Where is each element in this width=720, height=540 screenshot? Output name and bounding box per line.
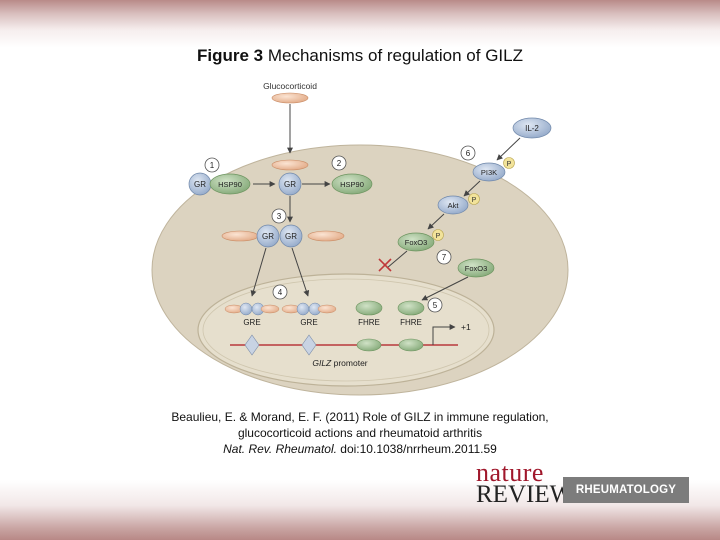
foxo3-on-fhre-left [355,300,383,316]
foxo3-label-phosphorylated: FoxO3 [405,238,428,247]
step-6-marker [460,145,476,161]
figure-title: Figure 3 Mechanisms of regulation of GIL… [0,46,720,66]
promoter-word: promoter [331,358,368,368]
blocked-translocation-cross [378,258,392,272]
citation-block: Beaulieu, E. & Morand, E. F. (2011) Role… [0,409,720,457]
step-4-marker [272,284,288,300]
step-6-label: 6 [466,149,471,158]
hsp90-label-released: HSP90 [340,180,364,189]
nucleus [197,273,495,387]
step-7-marker [436,249,452,265]
pi3k-label: PI3K [481,168,497,177]
phospho-foxo3 [432,229,444,241]
glucocorticoid-dimer-left [221,230,259,242]
glucocorticoid-label: Glucocorticoid [263,81,317,91]
gr-complex-gre-left [224,302,280,316]
phospho-label-pi3k: P [507,161,512,168]
gr-label-dimer-left: GR [262,232,274,241]
gr-label-activated: GR [284,180,296,189]
akt-kinase [437,195,469,215]
promoter-gene-name: GILZ [312,358,332,368]
foxo3-label-active: FoxO3 [465,264,488,273]
transcription-start-arrow [432,324,456,345]
gre-label-right: GRE [300,318,317,327]
step-1-label: 1 [210,161,215,170]
phospho-label-foxo3: P [436,233,441,240]
glucocorticoid-bound [271,159,309,171]
step-3-marker [271,208,287,224]
glucocorticoid-ligand [271,92,309,104]
arrow-pi3k-to-akt [463,180,481,197]
il2-label: IL-2 [525,124,539,133]
glucocorticoid-dimer-right [307,230,345,242]
step-5-label: 5 [433,301,438,310]
fhre-site-right [398,338,424,352]
foxo3-phosphorylated [397,232,435,252]
pi3k-kinase [472,162,506,182]
arrow-to-gre-right [291,247,310,297]
nature-reviews-rheumatology-logo: nature REVIEWS RHEUMATOLOGY [476,459,690,508]
gr-complex-gre-right [281,302,337,316]
gr-label-inactive: GR [194,180,206,189]
logo-nature-text: nature [476,458,544,487]
hsp90-label-bound: HSP90 [218,180,242,189]
step-4-label: 4 [278,288,283,297]
gre-site-left [244,334,260,356]
tss-label: +1 [461,322,471,332]
phospho-pi3k [503,157,515,169]
gr-dimer-left [256,224,280,248]
step-5-marker [427,297,443,313]
figure-label: Figure 3 [197,46,264,65]
figure-title-text: Mechanisms of regulation of GILZ [267,46,523,65]
gre-label-left: GRE [243,318,260,327]
akt-label: Akt [448,201,460,210]
hsp90-released [331,173,373,195]
journal-name: Nat. Rev. Rheumatol. [223,442,337,456]
logo-rheumatology-badge: RHEUMATOLOGY [563,477,689,503]
arrow-to-gre-left [250,247,267,297]
gre-site-right [301,334,317,356]
step-2-marker [331,155,347,171]
phospho-label-akt: P [472,197,477,204]
step-2-label: 2 [337,159,342,168]
fhre-label-left: FHRE [358,318,380,327]
blocked-translocation-line [386,250,408,269]
fhre-label-right: FHRE [400,318,422,327]
gr-label-dimer-right: GR [285,232,297,241]
citation-line-2: glucocorticoid actions and rheumatoid ar… [237,426,483,440]
il2-cytokine [512,117,552,139]
promoter-label: GILZ promoter [312,358,367,368]
arrow-foxo3-to-fhre [421,276,469,301]
hsp90-bound [209,173,251,195]
phospho-akt [468,193,480,205]
fhre-site-left [356,338,382,352]
step-3-label: 3 [277,212,282,221]
citation-doi: doi:10.1038/nrrheum.2011.59 [336,442,497,456]
citation-line-1: Beaulieu, E. & Morand, E. F. (2011) Role… [171,410,549,424]
step-1-marker [204,157,220,173]
nuclear-envelope-inner [202,278,490,382]
arrow-il2-to-pi3k [496,137,521,161]
citation-line-3: Nat. Rev. Rheumatol. doi:10.1038/nrrheum… [0,441,720,457]
gr-dimer-right [279,224,303,248]
foxo3-active [457,258,495,278]
arrow-akt-to-foxo3 [427,213,445,230]
gr-receptor-activated [278,172,302,196]
step-7-label: 7 [442,253,447,262]
foxo3-on-fhre-right [397,300,425,316]
